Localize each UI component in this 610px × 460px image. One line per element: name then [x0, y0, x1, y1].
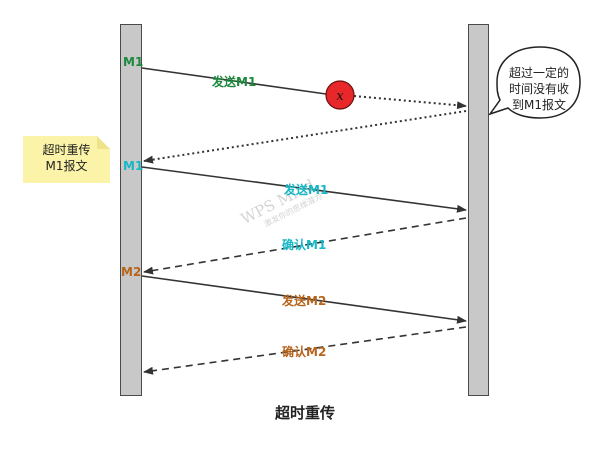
send-m1-lost-arrow [141, 67, 327, 95]
bubble-line1: 超过一定的 [508, 66, 569, 80]
send-m2-arrow [141, 275, 467, 324]
timeout-speech-bubble [488, 46, 581, 119]
send-m1-lost-label: 发送M1 [212, 75, 257, 89]
send-m2-label: 发送M2 [282, 294, 327, 308]
retransmit-note-line1: 超时重传 [42, 143, 91, 157]
diagram-title: 超时重传 [274, 404, 335, 422]
retransmit-note: 超时重传 M1报文 [23, 136, 110, 183]
ack-m1-label: 确认M1 [282, 238, 327, 252]
send-m1-label: 发送M1 [284, 183, 329, 197]
retransmit-dotted-arrow [143, 110, 467, 164]
ack-m2-arrow [143, 326, 467, 375]
ack-m1-arrow [143, 217, 467, 275]
sender-label-m2: M2 [121, 265, 142, 279]
bubble-line3: 到M1报文 [512, 98, 566, 112]
loss-marker-icon [325, 80, 355, 110]
timeout-bubble-text: 超过一定的 时间没有收 到M1报文 [500, 65, 578, 113]
sender-lifeline [120, 24, 142, 396]
timeout-dotted-arrow [353, 95, 467, 110]
note-fold-corner [97, 136, 110, 149]
bubble-line2: 时间没有收 [508, 82, 569, 96]
ack-m2-label: 确认M2 [282, 345, 327, 359]
sender-label-m1-second: M1 [123, 159, 144, 173]
retransmit-note-line2: M1报文 [45, 159, 88, 173]
sender-label-m1-first: M1 [123, 55, 144, 69]
send-m1-arrow [141, 166, 467, 213]
receiver-lifeline [468, 24, 489, 396]
loss-marker-label: x [336, 89, 344, 104]
